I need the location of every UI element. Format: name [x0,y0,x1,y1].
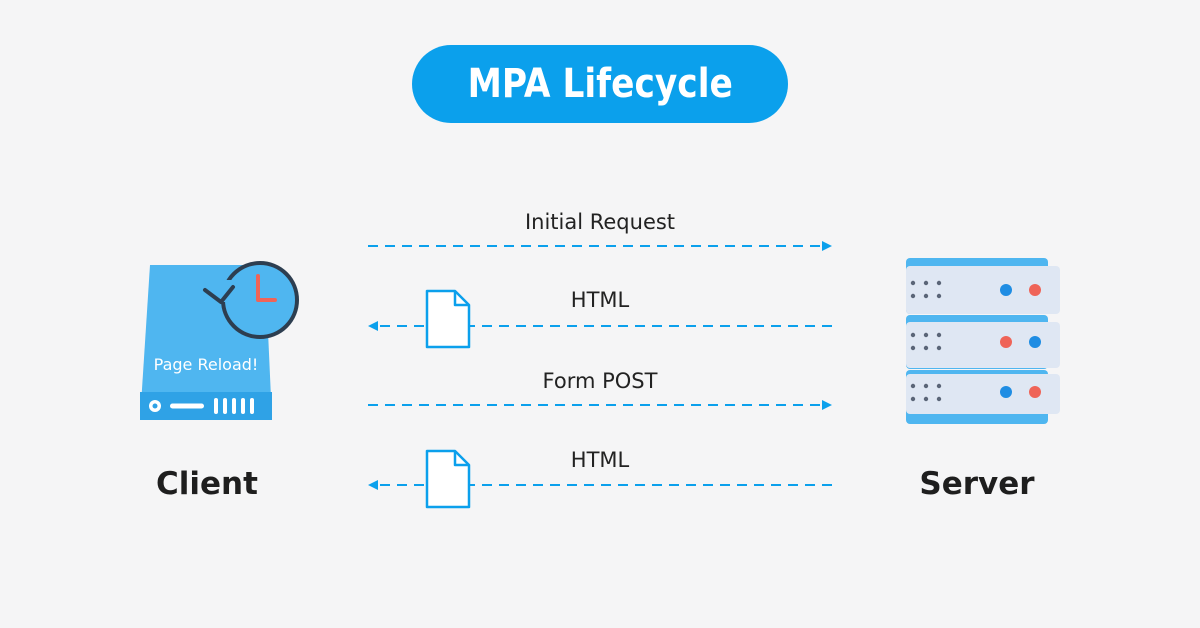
message-label-html-2: HTML [570,448,630,472]
page-title: MPA Lifecycle [467,61,733,107]
reload-clock-icon [203,261,299,339]
server-label: Server [919,466,1035,502]
message-label-form-post: Form POST [542,369,658,393]
message-label-html-1: HTML [570,288,630,312]
document-icon [425,449,471,509]
server-rack-icon [906,258,1060,424]
client-screen-text: Page Reload! [153,355,259,374]
document-icon [425,289,471,349]
title-badge: MPA Lifecycle [412,45,788,123]
client-label: Client [156,466,258,502]
message-label-initial-request: Initial Request [524,210,676,234]
